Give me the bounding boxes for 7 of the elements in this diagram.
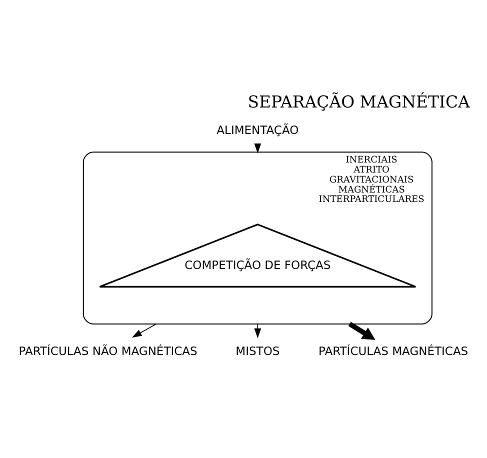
node-text: ALIMENTAÇÃO: [216, 122, 299, 137]
arrow: [132, 324, 157, 338]
arrow: [348, 322, 376, 340]
diagram-title: SEPARAÇÃO MAGNÉTICA: [248, 92, 470, 112]
node-text: MISTOS: [236, 344, 280, 358]
node-text: PARTÍCULAS NÃO MAGNÉTICAS: [18, 344, 198, 358]
node-text: PARTÍCULAS MAGNÉTICAS: [318, 344, 468, 358]
